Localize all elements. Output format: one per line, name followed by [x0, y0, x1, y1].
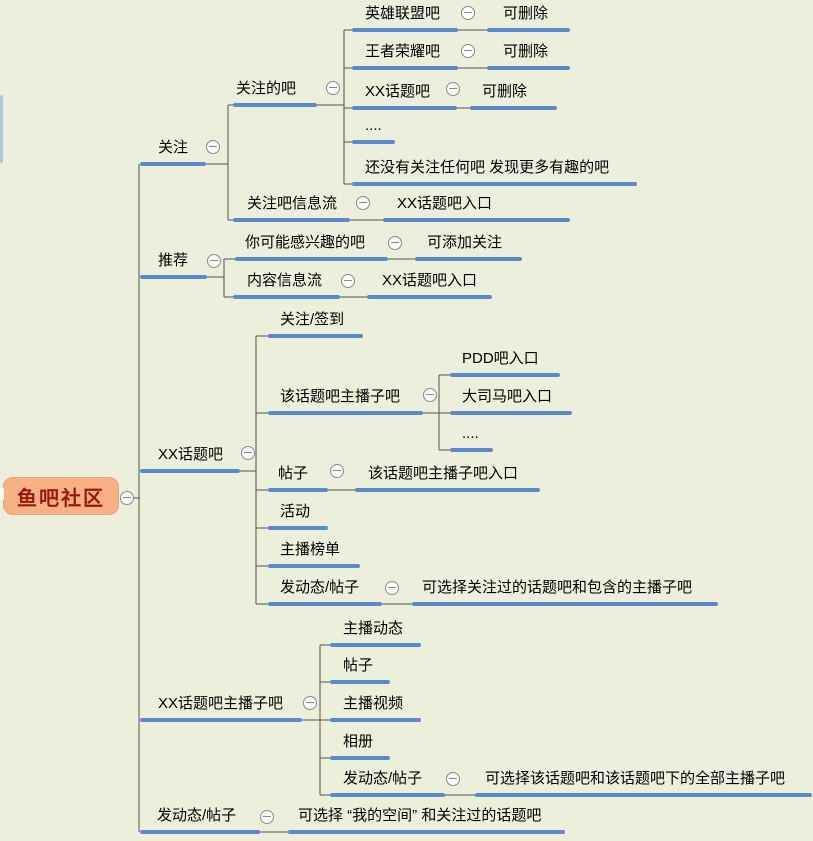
- follow-feed-note-underline: [383, 218, 570, 222]
- wzry-bar-label[interactable]: 王者荣耀吧: [365, 43, 441, 60]
- streamer-videos-label[interactable]: 主播视频: [343, 695, 404, 712]
- streamer-albums-underline: [330, 756, 390, 760]
- content-feed-note-underline: [367, 295, 492, 299]
- streamer-sub-bar-label[interactable]: XX话题吧主播子吧: [158, 695, 284, 712]
- streamer-sub-bar-collapse-toggle minus-icon[interactable]: [303, 696, 317, 710]
- streamer-ranking-underline: [268, 564, 360, 568]
- streamer-videos-underline: [330, 718, 421, 722]
- follow-label[interactable]: 关注: [158, 139, 189, 156]
- follow-feed-note-label[interactable]: XX话题吧入口: [397, 195, 493, 212]
- xx-topic-followed-underline: [352, 106, 457, 110]
- wzry-bar-note-underline: [487, 66, 570, 70]
- lol-bar-collapse-toggle minus-icon[interactable]: [461, 6, 475, 20]
- root-left-chip: [0, 488, 4, 500]
- topic-posts-underline: [268, 488, 328, 492]
- wzry-bar-collapse-toggle minus-icon[interactable]: [461, 44, 475, 58]
- content-feed-note-label[interactable]: XX话题吧入口: [382, 272, 478, 289]
- follow-feed-underline: [233, 218, 350, 222]
- content-feed-collapse-toggle minus-icon[interactable]: [341, 274, 355, 288]
- xx-topic-followed-collapse-toggle minus-icon[interactable]: [446, 82, 460, 96]
- streamer-post-feed-underline: [330, 793, 445, 797]
- follow-checkin-underline: [268, 334, 363, 338]
- more-dots-followed-underline: [352, 140, 395, 144]
- recommend-collapse-toggle minus-icon[interactable]: [207, 254, 221, 268]
- streamer-ranking-label[interactable]: 主播榜单: [280, 541, 341, 558]
- xx-topic-followed-note-label[interactable]: 可删除: [482, 83, 528, 100]
- streamer-updates-underline: [330, 643, 421, 647]
- topic-activity-label[interactable]: 活动: [280, 503, 311, 520]
- interest-bars-note-label[interactable]: 可添加关注: [427, 234, 503, 251]
- streamer-post-feed-note-underline: [475, 793, 812, 797]
- topic-post-feed-note-underline: [412, 602, 718, 606]
- interest-bars-collapse-toggle minus-icon[interactable]: [388, 236, 402, 250]
- post-feed-bottom-underline: [140, 830, 260, 834]
- follow-feed-collapse-toggle minus-icon[interactable]: [356, 196, 370, 210]
- topic-bar-label[interactable]: XX话题吧: [158, 446, 224, 463]
- content-feed-underline: [233, 295, 340, 299]
- topic-streamer-subbars-collapse-toggle minus-icon[interactable]: [423, 388, 437, 402]
- streamer-updates-label[interactable]: 主播动态: [343, 620, 404, 637]
- topic-streamer-subbars-underline: [268, 411, 423, 415]
- wzry-bar-note-label[interactable]: 可删除: [503, 43, 549, 60]
- streamer-albums-label[interactable]: 相册: [343, 733, 374, 750]
- lol-bar-underline: [352, 28, 458, 32]
- wzry-bar-underline: [352, 66, 458, 70]
- follow-checkin-label[interactable]: 关注/签到: [280, 311, 345, 328]
- streamer-sub-bar-underline: [140, 718, 302, 722]
- xx-topic-followed-label[interactable]: XX话题吧: [365, 83, 431, 100]
- post-feed-bottom-collapse-toggle minus-icon[interactable]: [260, 810, 274, 824]
- recommend-label[interactable]: 推荐: [158, 252, 189, 269]
- follow-collapse-toggle minus-icon[interactable]: [206, 140, 220, 154]
- no-follow-hint-label[interactable]: 还没有关注任何吧 发现更多有趣的吧: [365, 159, 610, 176]
- root-topic[interactable]: 鱼吧社区: [3, 477, 119, 515]
- topic-streamer-subbars-label[interactable]: 该话题吧主播子吧: [280, 388, 401, 405]
- interest-bars-label[interactable]: 你可能感兴趣的吧: [245, 234, 366, 251]
- dasima-entry-underline: [450, 411, 572, 415]
- post-feed-bottom-note-label[interactable]: 可选择 “我的空间” 和关注过的话题吧: [298, 807, 542, 824]
- topic-post-feed-collapse-toggle minus-icon[interactable]: [385, 581, 399, 595]
- follow-feed-label[interactable]: 关注吧信息流: [247, 195, 338, 212]
- left-edge-strip: [0, 95, 3, 163]
- dasima-entry-label[interactable]: 大司马吧入口: [462, 388, 553, 405]
- lol-bar-note-underline: [487, 28, 570, 32]
- topic-posts-note-label[interactable]: 该话题吧主播子吧入口: [368, 465, 519, 482]
- topic-posts-label[interactable]: 帖子: [278, 465, 309, 482]
- streamer-posts-label[interactable]: 帖子: [343, 657, 374, 674]
- followed-bars-collapse-toggle minus-icon[interactable]: [326, 81, 340, 95]
- streamer-post-feed-note-label[interactable]: 可选择该话题吧和该话题吧下的全部主播子吧: [485, 770, 786, 787]
- content-feed-label[interactable]: 内容信息流: [247, 272, 323, 289]
- streamer-post-feed-label[interactable]: 发动态/帖子: [343, 770, 423, 787]
- topic-bar-collapse-toggle minus-icon[interactable]: [241, 446, 255, 460]
- followed-bars-label[interactable]: 关注的吧: [236, 80, 297, 97]
- post-feed-bottom-note-underline: [288, 830, 565, 834]
- recommend-underline: [140, 275, 207, 279]
- root-topic-label: 鱼吧社区: [17, 487, 105, 510]
- topic-bar-underline: [140, 469, 240, 473]
- streamer-post-feed-collapse-toggle minus-icon[interactable]: [446, 772, 460, 786]
- lol-bar-label[interactable]: 英雄联盟吧: [365, 5, 441, 22]
- more-dots-streamers-label[interactable]: ....: [462, 425, 479, 442]
- more-dots-streamers-underline: [450, 448, 493, 452]
- streamer-posts-underline: [330, 680, 390, 684]
- topic-posts-collapse-toggle minus-icon[interactable]: [330, 464, 344, 478]
- topic-post-feed-label[interactable]: 发动态/帖子: [280, 579, 360, 596]
- interest-bars-note-underline: [415, 257, 522, 261]
- lol-bar-note-label[interactable]: 可删除: [503, 5, 549, 22]
- post-feed-bottom-label[interactable]: 发动态/帖子: [157, 807, 237, 824]
- root-topic-collapse-toggle minus-icon[interactable]: [120, 491, 134, 505]
- follow-underline: [140, 162, 206, 166]
- interest-bars-underline: [235, 257, 388, 261]
- topic-post-feed-underline: [268, 602, 382, 606]
- more-dots-followed-label[interactable]: ....: [365, 117, 382, 134]
- pdd-entry-label[interactable]: PDD吧入口: [462, 350, 539, 367]
- followed-bars-underline: [233, 103, 317, 107]
- topic-activity-underline: [268, 526, 328, 530]
- pdd-entry-underline: [450, 373, 560, 377]
- topic-posts-note-underline: [355, 488, 540, 492]
- no-follow-hint-underline: [352, 182, 637, 186]
- topic-post-feed-note-label[interactable]: 可选择关注过的话题吧和包含的主播子吧: [422, 579, 693, 596]
- xx-topic-followed-note-underline: [470, 106, 557, 110]
